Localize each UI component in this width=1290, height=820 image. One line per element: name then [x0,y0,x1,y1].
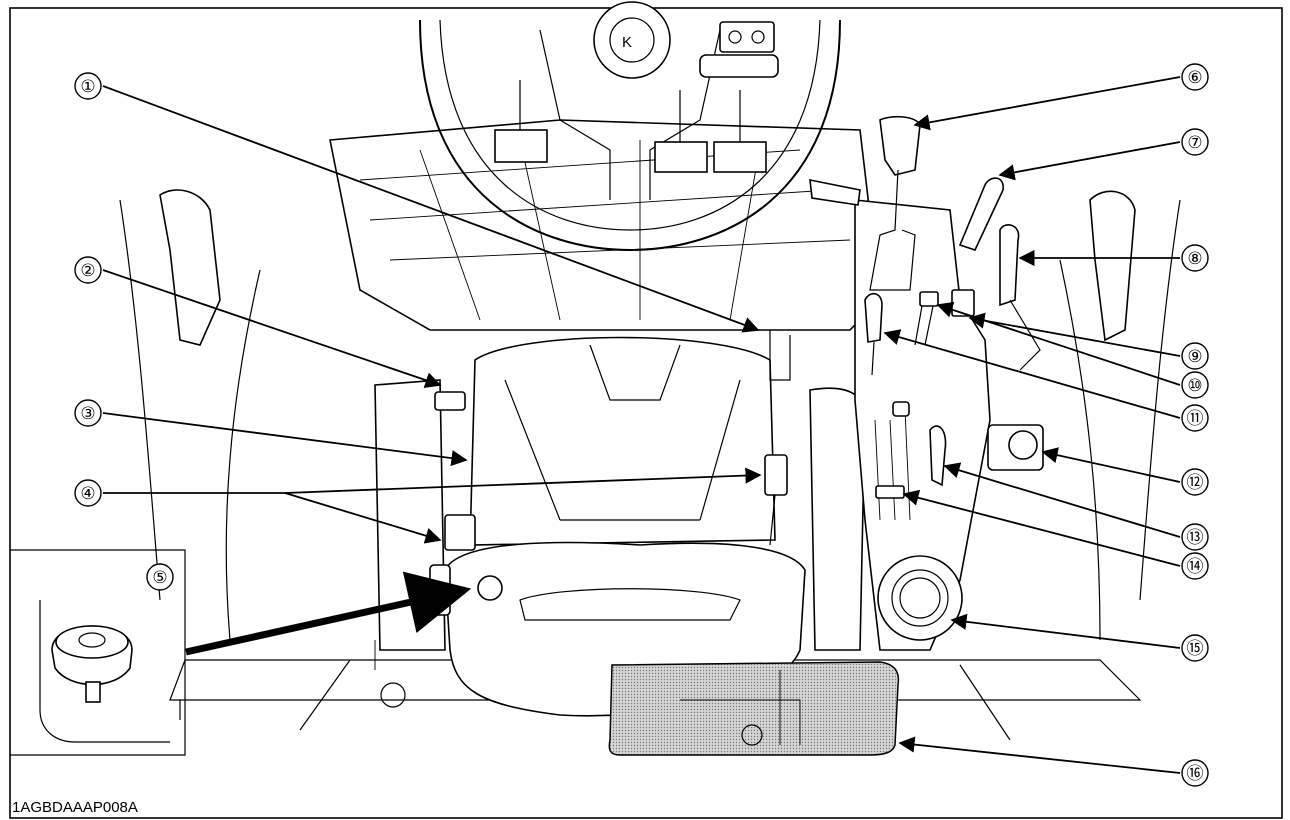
inset-detail [10,549,186,756]
callout-7: ⑦ [1181,128,1209,156]
callout-10-label: ⑩ [1187,376,1202,395]
callout-5: ⑤ [146,563,174,591]
callout-2: ② [74,256,102,284]
callout-6: ⑥ [1181,63,1209,91]
figure-code: 1AGBDAAAP008A [12,799,138,816]
callout-9-label: ⑨ [1187,347,1202,366]
callout-7-label: ⑦ [1187,133,1202,152]
callout-10: ⑩ [1181,371,1209,399]
seat [374,330,866,717]
callout-11: ⑪ [1181,404,1209,432]
callout-6-label: ⑥ [1187,68,1202,87]
callout-12: ⑫ [1181,468,1209,496]
right-control-panel [809,115,1044,651]
callout-14: ⑭ [1181,552,1209,580]
callout-4-label: ④ [80,484,95,503]
callout-13-label: ⑬ [1187,528,1204,547]
svg-text:K: K [622,34,632,51]
callout-15: ⑮ [1181,634,1209,662]
callout-12-label: ⑫ [1187,473,1204,492]
callout-2-label: ② [80,261,95,280]
callout-8-label: ⑧ [1187,249,1202,268]
leader-lines [102,76,1181,774]
callout-3-label: ③ [80,404,95,423]
cab-structure [119,189,1181,741]
callout-14-label: ⑭ [1187,557,1204,576]
callout-8: ⑧ [1181,244,1209,272]
callout-4: ④ [74,479,102,507]
callout-1: ① [74,72,102,100]
callout-13: ⑬ [1181,523,1209,551]
callout-16: ⑯ [1181,759,1209,787]
steering-console: K [329,1,881,331]
callout-11-label: ⑪ [1187,409,1204,428]
inset-pointer-arrow [185,571,472,656]
callout-3: ③ [74,399,102,427]
callout-9: ⑨ [1181,342,1209,370]
callout-15-label: ⑮ [1187,639,1204,658]
callout-5-label: ⑤ [152,568,167,587]
storage-box [608,661,900,756]
callout-16-label: ⑯ [1187,764,1204,783]
callout-1-label: ① [80,77,95,96]
